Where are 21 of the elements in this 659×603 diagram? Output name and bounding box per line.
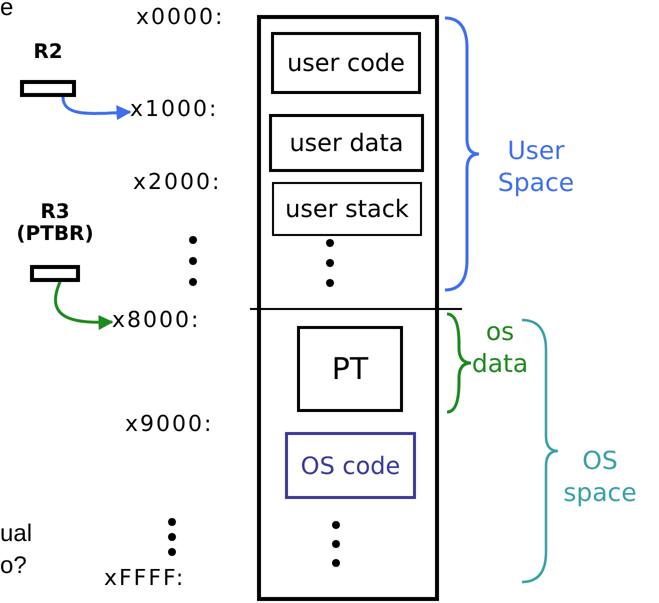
register-name: R3 (PTBR) bbox=[15, 200, 95, 244]
memory-region-box: PT bbox=[297, 326, 403, 412]
address-label: x8000: bbox=[112, 308, 234, 338]
text-fragment: e bbox=[0, 0, 14, 22]
text-fragment: ual bbox=[0, 520, 34, 548]
address-label: xFFFF: bbox=[104, 566, 186, 591]
memory-column bbox=[257, 15, 439, 601]
memory-region-box: user code bbox=[271, 32, 421, 94]
memory-region-box: user data bbox=[269, 114, 424, 172]
address-label: x2000: bbox=[133, 170, 222, 195]
region-label: OS space bbox=[562, 445, 638, 509]
address-label: x1000: bbox=[130, 97, 230, 127]
memory-region-box: user stack bbox=[272, 182, 422, 236]
arrow bbox=[54, 282, 114, 330]
address-label: x0000: bbox=[136, 5, 226, 30]
memory-region-box: OS code bbox=[285, 432, 416, 499]
address-label: x9000: bbox=[125, 412, 214, 437]
region-label: os data bbox=[470, 316, 530, 380]
register-name: R2 bbox=[32, 40, 64, 62]
text-fragment: o? bbox=[0, 552, 28, 580]
region-label: User Space bbox=[496, 135, 576, 199]
